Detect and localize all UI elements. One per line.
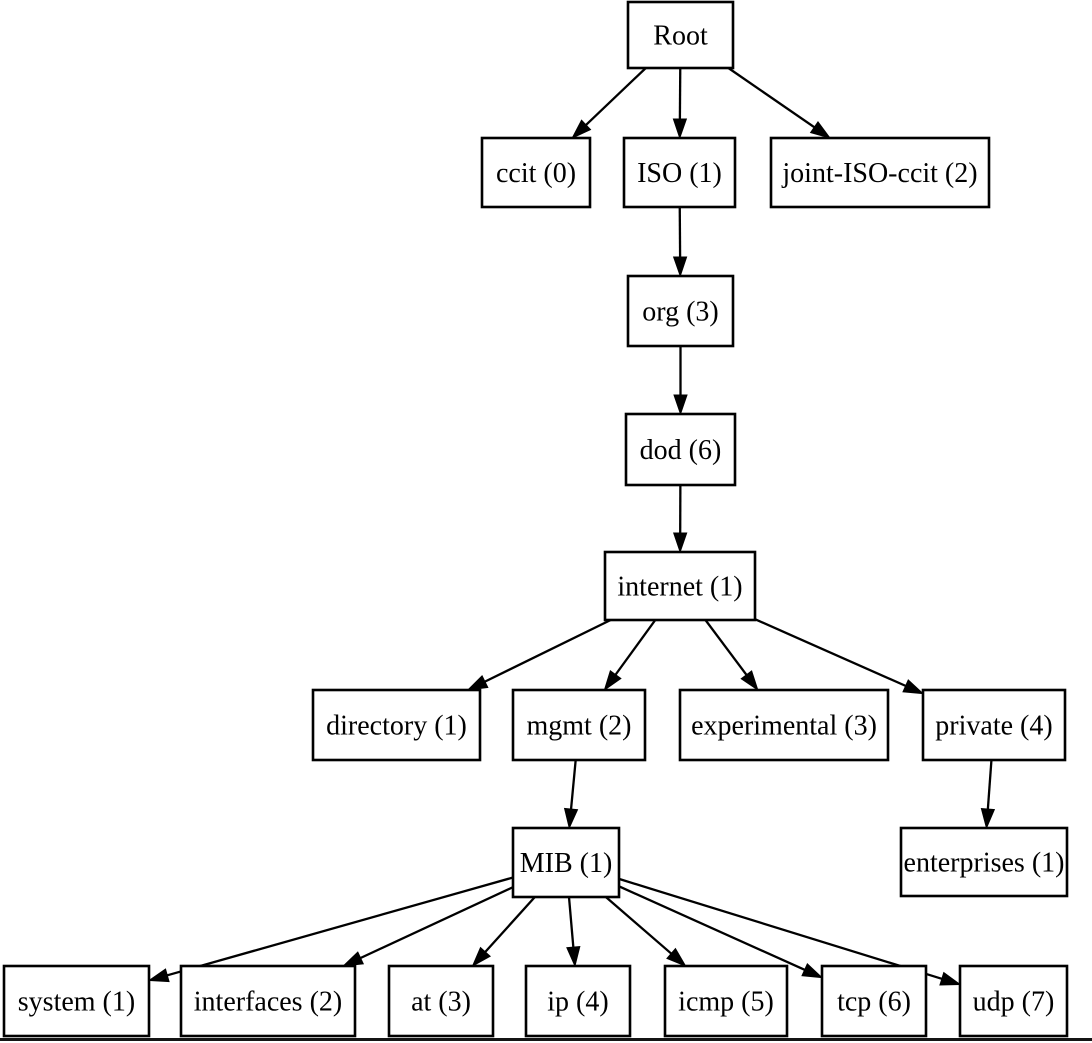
node-tcp-6: tcp (6) [820,964,928,1038]
node-box-system-1 [2,964,151,1038]
node-udp-7: udp (7) [958,964,1069,1038]
node-box-experimental-3 [678,688,890,762]
node-label-experimental-3: experimental (3) [691,711,877,742]
node-box-ip-4 [524,964,632,1038]
edge-mib-1-to-tcp-6 [618,885,806,971]
node-label-directory-1: directory (1) [326,711,467,742]
node-box-enterprises-1 [899,826,1069,898]
node-box-udp-7 [958,964,1069,1038]
edge-private-4-to-enterprises-1 [986,759,993,810]
node-label-mib-1: MIB (1) [520,848,613,879]
arrowhead-mib-1-to-icmp-5 [666,947,687,968]
node-label-udp-7: udp (7) [973,987,1055,1018]
edge-mgmt-2-to-mib-1 [569,759,577,810]
node-label-system-1: system (1) [18,987,135,1018]
arrowhead-private-4-to-enterprises-1 [980,808,996,830]
node-private-4: private (4) [921,688,1067,762]
arrowhead-mib-1-to-ip-4 [566,945,581,968]
node-label-icmp-5: icmp (5) [678,987,774,1018]
arrowhead-org-3-to-dod-6 [673,394,688,416]
edge-internet-1-to-directory-1 [484,618,612,683]
arrowhead-internet-1-to-directory-1 [466,674,489,691]
arrowhead-mib-1-to-at-3 [471,946,491,968]
node-ip-4: ip (4) [524,964,632,1038]
node-label-tcp-6: tcp (6) [837,987,911,1018]
node-box-at-3 [387,964,495,1038]
node-box-org-3 [626,274,735,348]
edges-layer [147,67,996,986]
arrowhead-root-to-joint-iso-ccit-2 [809,121,832,139]
node-iso-1: ISO (1) [622,136,737,209]
node-label-at-3: at (3) [411,987,471,1018]
node-box-ccit-0 [480,136,592,209]
arrowhead-mgmt-2-to-mib-1 [563,807,579,830]
edge-root-to-ccit-0 [585,67,647,126]
edge-mib-1-to-system-1 [166,876,514,977]
node-label-interfaces-2: interfaces (2) [194,987,342,1018]
edge-internet-1-to-mgmt-2 [614,619,657,676]
node-box-dod-6 [624,412,737,487]
node-root: Root [626,0,735,70]
node-enterprises-1: enterprises (1) [899,826,1069,898]
bottom-rule [0,1038,1092,1041]
nodes-layer: Root ccit (0) ISO (1) joint-ISO-ccit (2) org… [2,0,1069,1038]
arrowhead-root-to-iso-1 [672,118,688,140]
node-label-dod-6: dod (6) [640,435,722,466]
node-system-1: system (1) [2,964,151,1038]
edge-internet-1-to-experimental-3 [704,619,748,676]
arrowhead-root-to-ccit-0 [571,119,592,140]
node-box-directory-1 [311,688,482,762]
arrowhead-mib-1-to-udp-7 [939,971,962,986]
node-box-icmp-5 [663,964,789,1038]
node-box-mib-1 [511,826,621,899]
node-box-joint-iso-ccit-2 [769,136,991,209]
node-joint-iso-ccit-2: joint-ISO-ccit (2) [769,136,991,209]
arrowhead-internet-1-to-mgmt-2 [603,669,622,692]
node-internet-1: internet (1) [603,550,757,622]
node-at-3: at (3) [387,964,495,1038]
node-dod-6: dod (6) [624,412,737,487]
node-label-internet-1: internet (1) [617,572,742,603]
node-ccit-0: ccit (0) [480,136,592,209]
node-box-iso-1 [622,136,737,209]
node-directory-1: directory (1) [311,688,482,762]
arrowhead-mib-1-to-interfaces-2 [341,951,365,967]
node-box-internet-1 [603,550,757,622]
node-box-tcp-6 [820,964,928,1038]
arrowhead-iso-1-to-org-3 [672,256,688,278]
arrowhead-mib-1-to-tcp-6 [801,963,824,979]
node-label-ip-4: ip (4) [547,987,608,1018]
arrowhead-mib-1-to-system-1 [147,968,170,983]
node-label-org-3: org (3) [642,297,718,328]
node-experimental-3: experimental (3) [678,688,890,762]
node-box-private-4 [921,688,1067,762]
edge-mib-1-to-at-3 [484,896,536,953]
node-label-joint-iso-ccit-2: joint-ISO-ccit (2) [781,158,977,189]
node-box-root [626,0,735,70]
node-interfaces-2: interfaces (2) [179,964,357,1038]
arrowhead-internet-1-to-experimental-3 [740,670,759,692]
node-icmp-5: icmp (5) [663,964,789,1038]
node-label-mgmt-2: mgmt (2) [527,711,632,742]
node-label-ccit-0: ccit (0) [496,158,576,189]
edge-mib-1-to-udp-7 [618,877,943,980]
edge-internet-1-to-private-4 [754,618,907,687]
node-mib-1: MIB (1) [511,826,621,899]
edge-root-to-joint-iso-ccit-2 [727,67,815,129]
node-org-3: org (3) [626,274,735,348]
node-label-iso-1: ISO (1) [637,158,722,189]
node-label-root: Root [653,21,708,52]
edge-mib-1-to-interfaces-2 [360,886,514,960]
node-mgmt-2: mgmt (2) [511,688,647,762]
node-box-mgmt-2 [511,688,647,762]
node-label-private-4: private (4) [935,711,1052,742]
node-label-enterprises-1: enterprises (1) [904,848,1065,879]
edge-mib-1-to-ip-4 [567,896,575,948]
arrowhead-dod-6-to-internet-1 [672,532,688,554]
edge-mib-1-to-icmp-5 [605,896,672,955]
arrowhead-internet-1-to-private-4 [902,679,925,695]
node-box-interfaces-2 [179,964,357,1038]
